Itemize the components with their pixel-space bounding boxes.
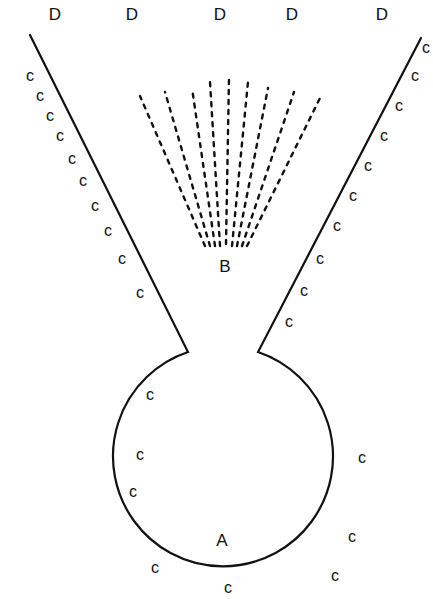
c-label: c xyxy=(333,218,341,234)
c-label: c xyxy=(380,128,388,144)
c-label: c xyxy=(224,580,232,596)
c-label: c xyxy=(79,173,87,189)
d-label: D xyxy=(286,6,298,23)
radiating-dotted-lines xyxy=(140,78,320,246)
c-label: c xyxy=(300,283,308,299)
c-label: c xyxy=(331,568,339,584)
c-label: c xyxy=(422,40,430,56)
c-label: c xyxy=(348,529,356,545)
c-label: c xyxy=(136,285,144,301)
c-label: c xyxy=(358,450,366,466)
c-label: c xyxy=(136,447,144,463)
point-label: A xyxy=(216,532,227,549)
d-label: D xyxy=(214,6,226,23)
c-label: c xyxy=(118,251,126,267)
c-label: c xyxy=(151,560,159,576)
c-label: c xyxy=(285,314,293,330)
c-label: c xyxy=(104,223,112,239)
c-label: c xyxy=(316,251,324,267)
c-label: c xyxy=(36,88,44,104)
c-label: c xyxy=(26,68,34,84)
d-label: D xyxy=(376,6,388,23)
c-label: c xyxy=(395,98,403,114)
c-label: c xyxy=(129,484,137,500)
c-label: c xyxy=(68,151,76,167)
d-label: D xyxy=(49,6,61,23)
c-label: c xyxy=(146,387,154,403)
d-label: D xyxy=(126,6,138,23)
c-label: c xyxy=(91,198,99,214)
point-label: B xyxy=(219,258,230,275)
c-label: c xyxy=(349,188,357,204)
flask-outline xyxy=(30,35,421,566)
c-label: c xyxy=(411,68,419,84)
c-label: c xyxy=(46,108,54,124)
c-label: c xyxy=(364,158,372,174)
c-label: c xyxy=(56,128,64,144)
